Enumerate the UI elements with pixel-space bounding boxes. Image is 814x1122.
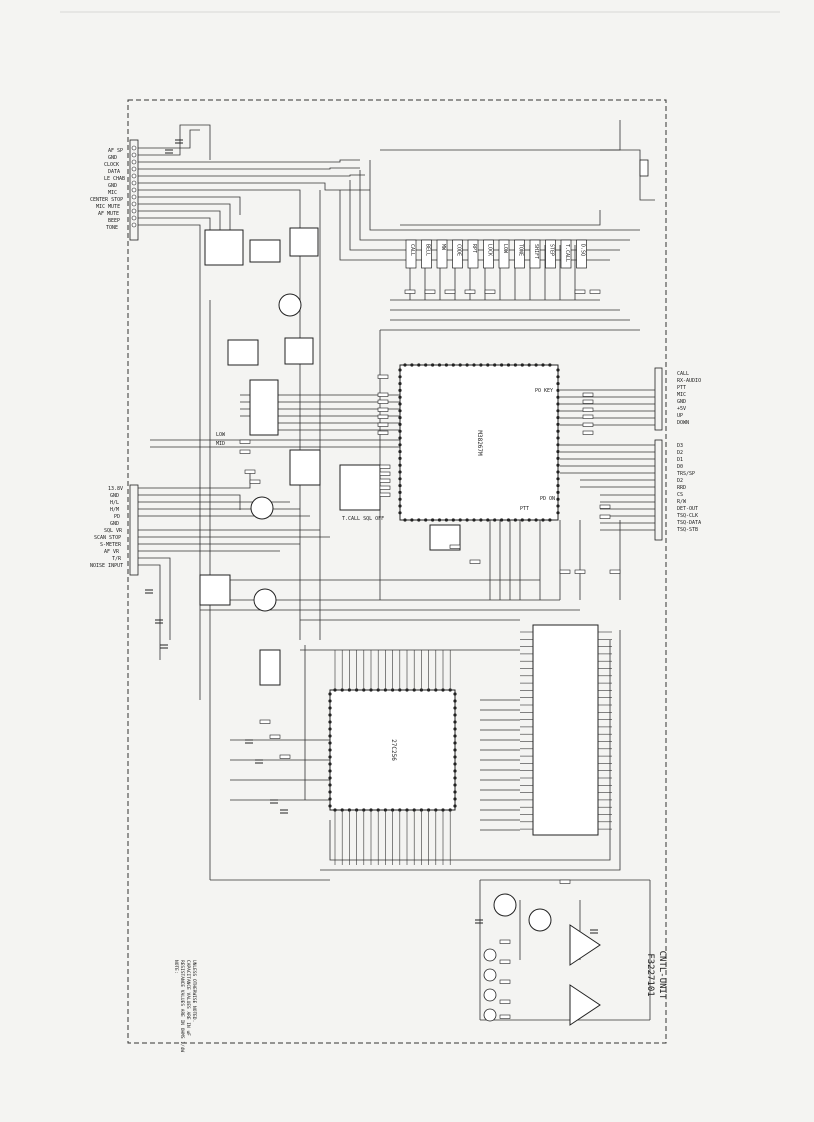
key-switch-label: LOCK: [487, 244, 493, 256]
key-switch: LOW: [498, 239, 510, 269]
annotation-tcall-sql-off: T.CALL SQL OFF: [342, 516, 384, 522]
mid-connector-label-7: SCAN STOP: [94, 535, 121, 541]
key-switch-label: BELL: [425, 244, 431, 256]
right-bottom-label-0: D3: [677, 443, 683, 449]
mid-connector-label-11: NOISE INPUT: [90, 563, 123, 569]
mid-connector-label-9: AF VR: [104, 549, 120, 555]
annotation-po-key: PO KEY: [535, 388, 553, 394]
rom-label: 27C256: [390, 739, 397, 761]
key-switch: STEP: [545, 239, 556, 269]
key-switch: T.CALL: [560, 239, 572, 269]
left-connector-label-3: DATA: [108, 169, 120, 175]
right-top-label-4: GND: [677, 399, 686, 405]
key-switch: RPT: [467, 239, 479, 269]
key-switch: LOCK: [483, 239, 494, 269]
right-top-label-6: UP: [677, 413, 683, 419]
key-switch: BELL: [421, 239, 432, 269]
right-bottom-label-5: D2: [677, 478, 683, 484]
left-connector-label-9: AF MUTE: [98, 211, 119, 217]
lcd-driver-chip: [520, 624, 612, 836]
mid-connector-label-10: T/R: [112, 556, 122, 562]
annotations: PO KEY LOW MID T.CALL SQL OFF PD ON PTT: [216, 388, 555, 522]
mid-connector-label-2: H/L: [110, 500, 119, 506]
left-connector-label-8: MIC MUTE: [96, 204, 120, 210]
left-connector-label-6: MIC: [108, 190, 117, 196]
left-connector-label-2: CLOCK: [104, 162, 119, 168]
right-bottom-label-1: D2: [677, 450, 683, 456]
mid-connector: 13.8V GND H/L H/M PD GND SQL VR SCAN STO…: [90, 484, 139, 576]
mid-connector-label-4: PD: [114, 514, 120, 520]
key-switch: D.SQ: [576, 239, 587, 269]
right-bottom-label-7: CS: [677, 492, 683, 498]
key-switch-label: MW: [440, 244, 446, 251]
rom-chip: 27C256: [328, 650, 457, 865]
mid-connector-label-6: SQL VR: [104, 528, 123, 534]
cpu-chip: M38267M: [398, 363, 560, 522]
mid-connector-label-1: GND: [110, 493, 119, 499]
key-switch: CODE: [452, 239, 463, 269]
note-line-1: RESISTANCE VALUES ARE IN OHMS 1/4W: [179, 960, 185, 1052]
annotation-mid: MID: [216, 441, 225, 447]
key-switch-label: CODE: [456, 244, 462, 256]
right-top-label-2: PTT: [677, 385, 686, 391]
key-switch-label: SHIFT: [533, 244, 539, 259]
right-connector-top: CALL RX-AUDIO PTT MIC GND +5V UP DOWN: [654, 367, 701, 431]
notes-block: NOTE: RESISTANCE VALUES ARE IN OHMS 1/4W…: [173, 960, 197, 1052]
mid-connector-label-0: 13.8V: [108, 486, 123, 492]
right-bottom-label-10: TSQ-CLK: [677, 513, 698, 519]
left-connector-label-10: BEEP: [108, 218, 120, 224]
key-switch-row: CALL BELL MW CODE RPT LOCK LOW TONE SHIFT STEP T.C…: [405, 239, 587, 269]
key-switch: MW: [436, 239, 448, 269]
annotation-pd-on: PD ON: [540, 496, 555, 502]
right-bottom-label-3: D0: [677, 464, 683, 470]
note-line-0: NOTE:: [173, 960, 179, 974]
right-top-label-3: MIC: [677, 392, 686, 398]
mid-connector-label-5: GND: [110, 521, 119, 527]
right-bottom-label-4: TRS/SP: [677, 471, 695, 477]
key-switch-label: RPT: [471, 244, 477, 253]
right-top-label-0: CALL: [677, 371, 689, 377]
right-bottom-label-6: RRD: [677, 485, 686, 491]
key-switch-label: LOW: [502, 244, 508, 254]
right-top-label-1: RX-AUDIO: [677, 378, 701, 384]
right-bottom-label-9: DET-OUT: [677, 506, 698, 512]
cpu-label: M38267M: [476, 430, 483, 456]
right-bottom-label-12: TSQ-STB: [677, 527, 698, 533]
right-top-label-7: DOWN: [677, 420, 689, 426]
part-number: F3227101: [645, 953, 655, 996]
note-line-3: UNLESS OTHERWISE NOTED.: [191, 960, 197, 1022]
right-bottom-label-11: TSQ-DATA: [677, 520, 701, 526]
title-text: CNTL-UNIT: [657, 951, 667, 1000]
components: [199, 159, 649, 1026]
left-connector: AF SP GND CLOCK DATA LE CHAB GND MIC CEN…: [90, 139, 139, 241]
left-connector-label-11: TONE: [106, 225, 118, 231]
annotation-low: LOW: [216, 432, 226, 438]
left-connector-label-1: GND: [108, 155, 117, 161]
key-switch: CALL: [405, 239, 417, 269]
note-line-2: CAPACITANCE VALUES ARE IN uF: [185, 960, 191, 1036]
key-switch: TONE: [514, 239, 525, 269]
left-connector-label-0: AF SP: [108, 148, 123, 154]
key-switch-label: T.CALL: [564, 244, 570, 262]
left-connector-label-7: CENTER STOP: [90, 197, 123, 203]
mid-connector-label-8: S-METER: [100, 542, 122, 548]
right-bottom-label-2: D1: [677, 457, 683, 463]
passive-components: [145, 139, 621, 1019]
annotation-ptt: PTT: [520, 506, 529, 512]
right-top-label-5: +5V: [677, 406, 686, 412]
right-connector-bottom: D3 D2 D1 D0 TRS/SP D2 RRD CS R/W DET-OUT…: [654, 439, 701, 541]
left-connector-label-4: LE CHAB: [104, 176, 125, 182]
title-block: CNTL-UNIT F3227101: [645, 951, 667, 1000]
left-connector-label-5: GND: [108, 183, 117, 189]
right-bottom-label-8: R/W: [677, 499, 687, 505]
key-switch-label: STEP: [549, 244, 555, 256]
key-switch-label: TONE: [518, 244, 524, 256]
key-switch-label: CALL: [409, 244, 415, 256]
mid-connector-label-3: H/M: [110, 507, 119, 513]
key-switch: SHIFT: [529, 239, 541, 269]
key-switch-label: D.SQ: [580, 244, 586, 256]
board-outline: [127, 99, 667, 1044]
